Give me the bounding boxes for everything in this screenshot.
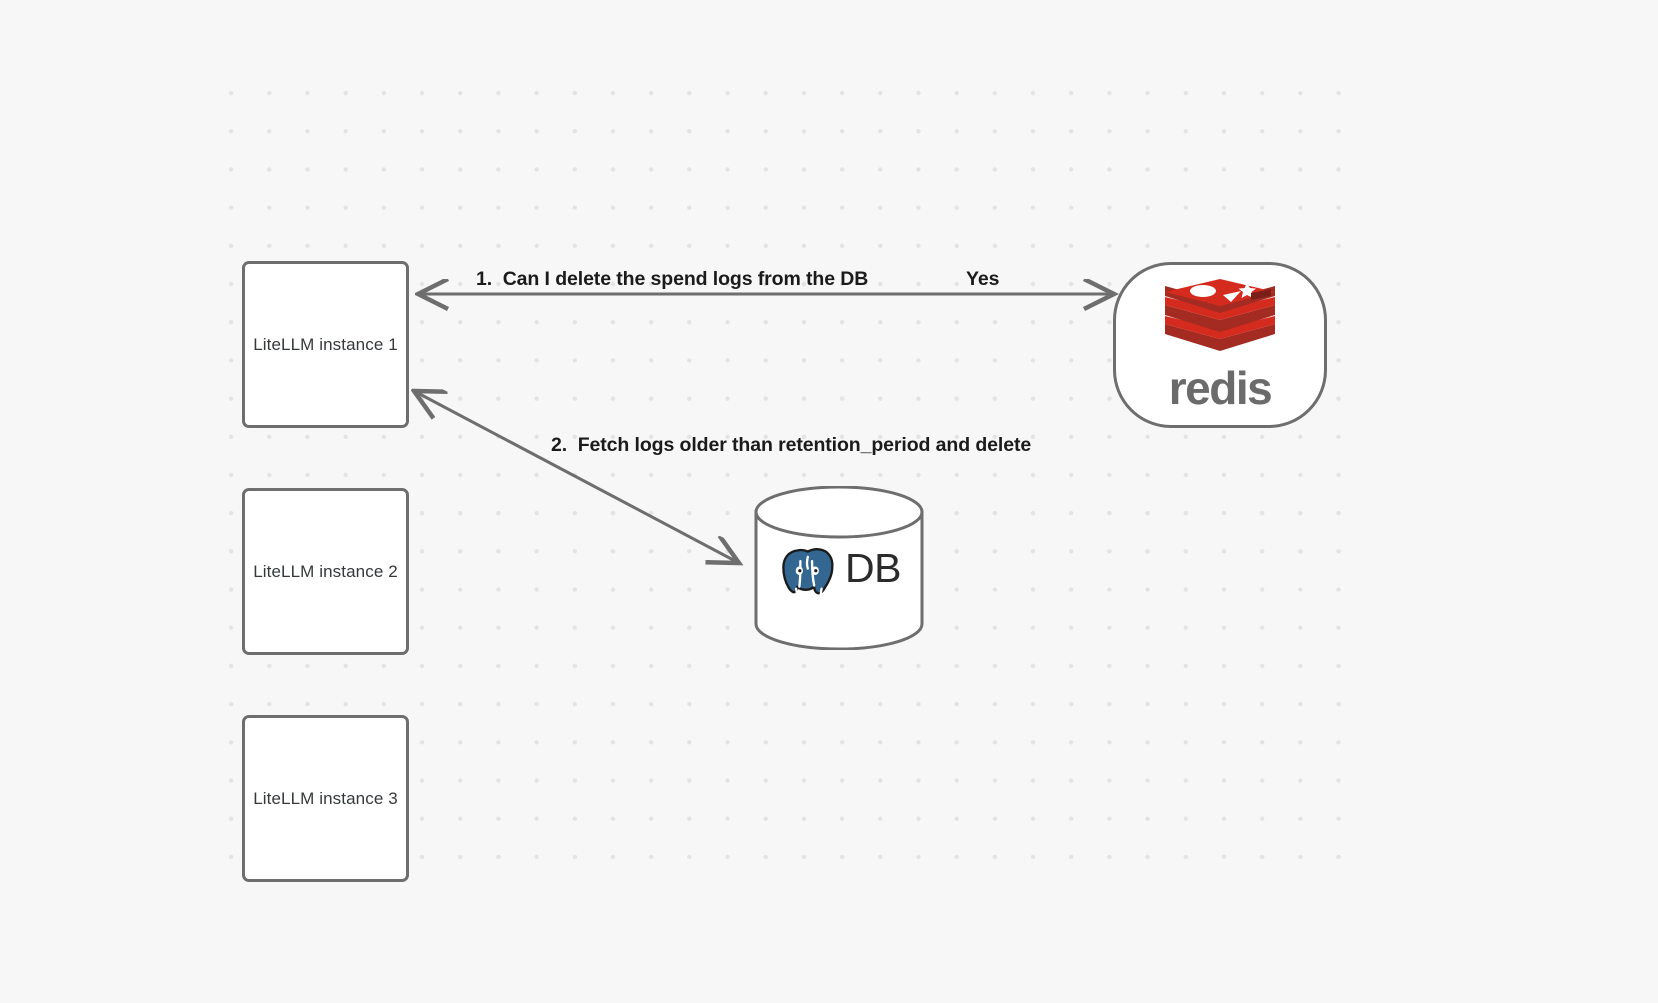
node-litellm-instance-1[interactable]: LiteLLM instance 1 [242, 261, 409, 428]
redis-wordmark: redis [1168, 362, 1273, 414]
redis-stack-icon [1165, 279, 1275, 351]
edge-2-label: 2. Fetch logs older than retention_perio… [551, 434, 1032, 456]
node-litellm-instance-2[interactable]: LiteLLM instance 2 [242, 488, 409, 655]
node-litellm-instance-1-label: LiteLLM instance 1 [253, 334, 398, 354]
database-label: DB [845, 544, 901, 591]
node-litellm-instance-3-label: LiteLLM instance 3 [253, 788, 398, 808]
node-redis[interactable]: redis [1113, 262, 1327, 428]
edge-1-label: 1. Can I delete the spend logs from the … [476, 268, 869, 290]
edge-2-line [414, 391, 739, 563]
node-database[interactable]: DB [753, 485, 925, 651]
edge-1-reply-label: Yes [966, 268, 1000, 290]
postgresql-elephant-icon [780, 546, 836, 600]
database-cylinder-shape [754, 485, 924, 651]
database-logo-row: DB [753, 486, 925, 650]
node-litellm-instance-3[interactable]: LiteLLM instance 3 [242, 715, 409, 882]
redis-logo: redis [1161, 279, 1279, 411]
edge-litellm1-to-database[interactable] [414, 391, 739, 563]
node-litellm-instance-2-label: LiteLLM instance 2 [253, 561, 398, 581]
